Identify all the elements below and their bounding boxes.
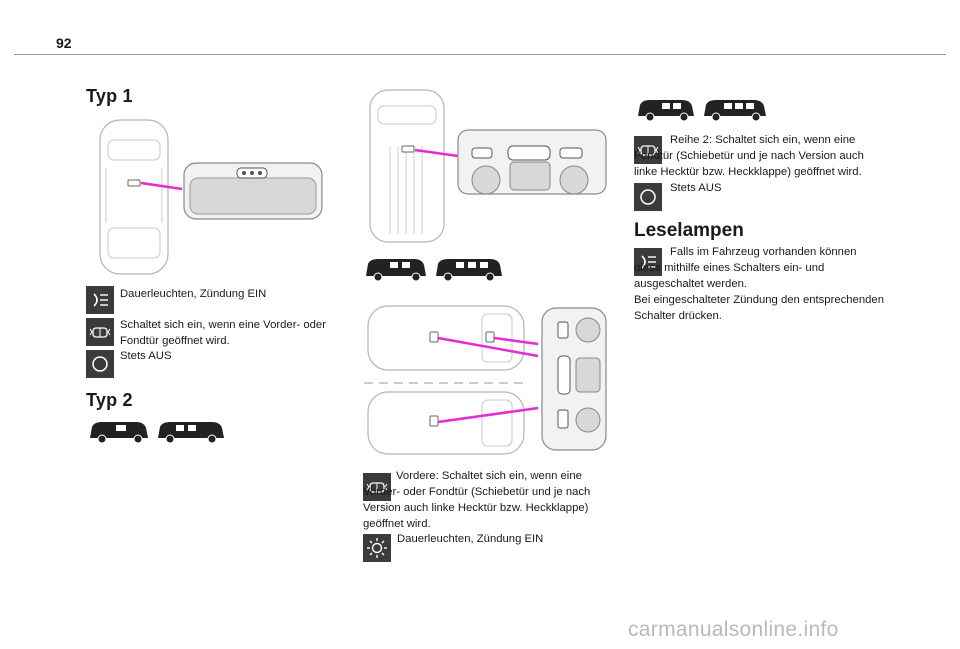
door-open-light-icon	[86, 318, 114, 346]
reading-light-icon	[634, 248, 662, 276]
light-off-icon-right	[634, 183, 662, 211]
typ2-heading: Typ 2	[86, 390, 133, 410]
leselampen-text: Falls im Fahrzeug vorhanden können diese…	[634, 246, 857, 290]
typ1-heading: Typ 1	[86, 86, 133, 106]
typ1-illustration	[99, 119, 323, 275]
leselampen-heading: Leselampen	[634, 220, 744, 241]
door-open-light-icon-middle	[363, 473, 391, 501]
typ1-row1-text: Dauerleuchten, Zündung EIN	[120, 288, 267, 300]
typ1-row3-text: Stets AUS	[120, 350, 172, 362]
typ2-van-silhouettes	[90, 422, 224, 444]
watermark: carmanualsonline.info	[628, 618, 839, 641]
header-rule	[14, 54, 946, 55]
leselampen-text2: Bei eingeschalteter Zündung den entsprec…	[634, 294, 884, 322]
right-row2-text: Reihe 2: Schaltet sich ein, wenn eine Fo…	[634, 134, 864, 178]
interior-light-on-icon	[86, 286, 114, 314]
middle-on-text: Dauerleuchten, Zündung EIN	[397, 533, 544, 545]
sun-light-icon	[363, 534, 391, 562]
typ1-row2-text: Schaltet sich ein, wenn eine Vorder- ode…	[120, 319, 326, 347]
right-off-text: Stets AUS	[670, 182, 722, 194]
typ2-middle-van-silhouettes	[366, 259, 502, 282]
right-van-silhouettes	[638, 100, 766, 122]
middle-door-text: Vordere: Schaltet sich ein, wenn eine Vo…	[363, 470, 591, 530]
typ2-side-illustration	[364, 305, 607, 455]
page-number: 92	[56, 35, 72, 51]
typ2-top-illustration	[369, 89, 607, 243]
light-off-icon	[86, 350, 114, 378]
door-open-light-icon-right	[634, 136, 662, 164]
